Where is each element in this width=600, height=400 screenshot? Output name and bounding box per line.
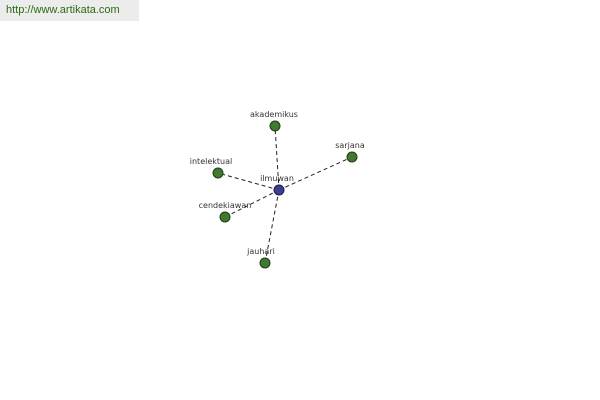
edge-ilmuwan-sarjana — [278, 156, 353, 191]
edges — [217, 125, 353, 264]
edge-ilmuwan-jauhari — [264, 189, 280, 264]
node-label-jauhari[interactable]: jauhari — [246, 247, 275, 256]
node-dot-akademikus[interactable] — [269, 120, 281, 132]
site-url-link[interactable]: http://www.artikata.com — [0, 0, 139, 21]
node-akademikus[interactable]: akademikus — [250, 110, 298, 132]
node-label-sarjana[interactable]: sarjana — [335, 141, 365, 150]
node-intelektual[interactable]: intelektual — [190, 157, 232, 179]
edge-ilmuwan-akademikus — [274, 125, 280, 191]
node-cendekiawan[interactable]: cendekiawan — [199, 201, 252, 223]
node-dot-sarjana[interactable] — [346, 151, 358, 163]
node-dot-ilmuwan[interactable] — [273, 184, 285, 196]
edge-ilmuwan-cendekiawan — [224, 189, 280, 218]
node-ilmuwan[interactable]: ilmuwan — [260, 174, 294, 196]
node-dot-intelektual[interactable] — [212, 167, 224, 179]
node-label-cendekiawan[interactable]: cendekiawan — [199, 201, 252, 210]
node-label-intelektual[interactable]: intelektual — [190, 157, 232, 166]
node-jauhari[interactable]: jauhari — [246, 247, 275, 269]
node-dot-cendekiawan[interactable] — [219, 211, 231, 223]
node-label-akademikus[interactable]: akademikus — [250, 110, 298, 119]
node-dot-jauhari[interactable] — [259, 257, 271, 269]
node-label-ilmuwan[interactable]: ilmuwan — [260, 174, 294, 183]
node-sarjana[interactable]: sarjana — [335, 141, 365, 163]
edge-ilmuwan-intelektual — [217, 172, 280, 191]
